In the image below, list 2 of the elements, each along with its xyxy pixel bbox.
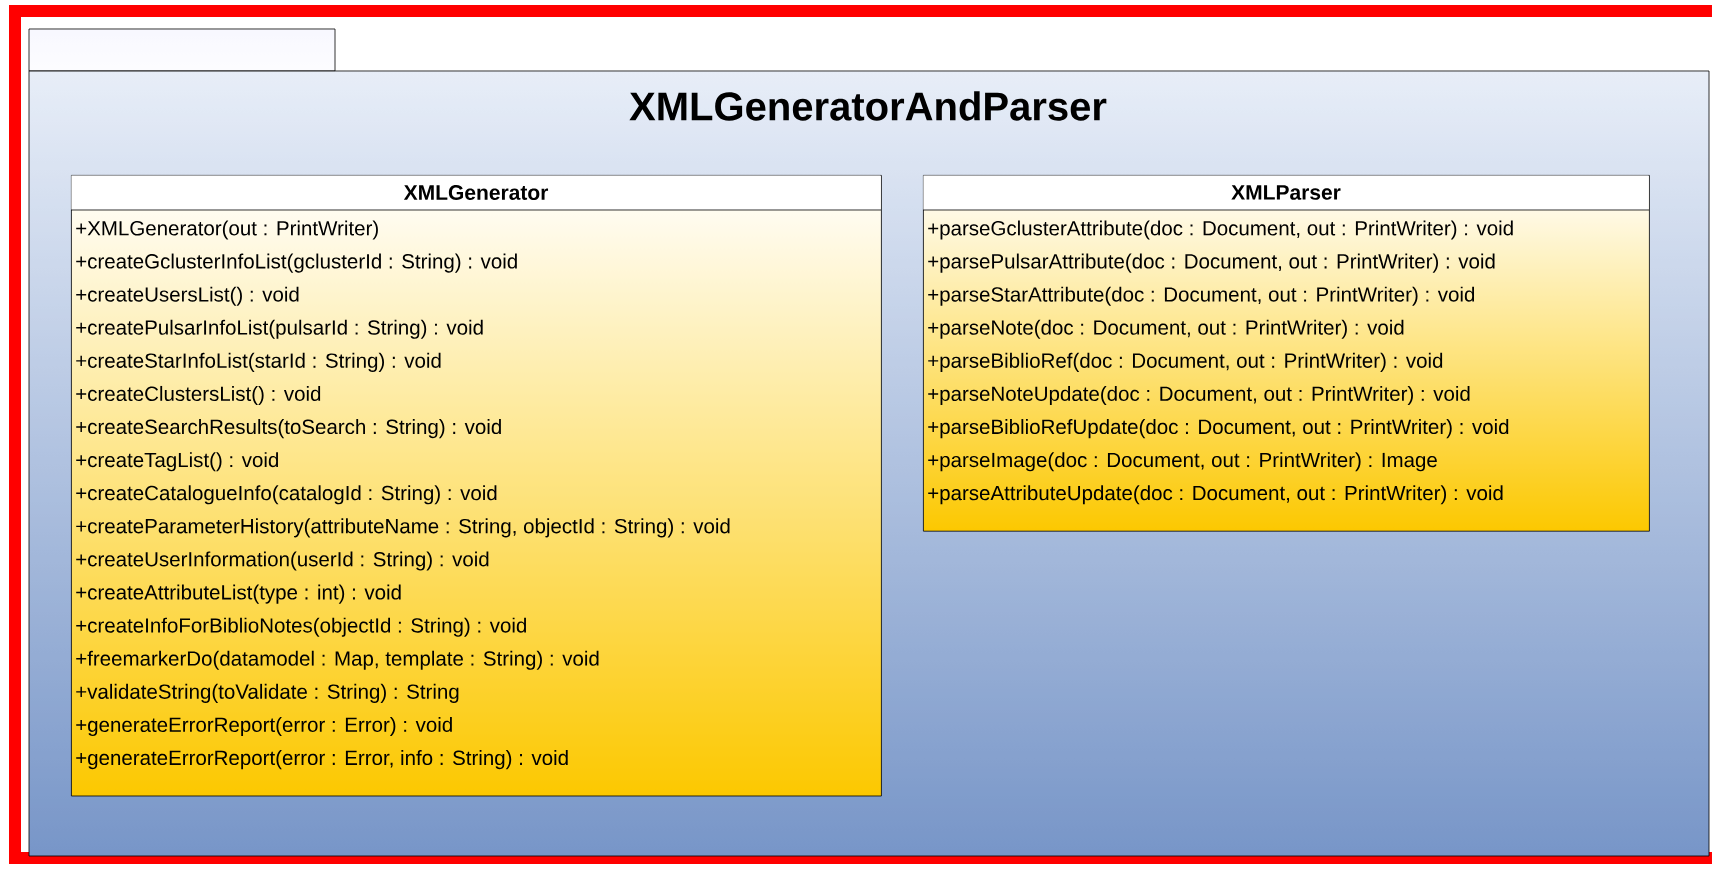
class-box: XMLParser +parseGclusterAttribute(doc : Document, out : PrintWriter) : void +parsePulsarAttribute(doc : Document, out : PrintWriter) : void +parseStarAttribute(doc : Document, out : PrintWriter) : void +parseNote(doc : Document, out : PrintWriter) : void +parseBiblioRef(doc : Document, out : PrintWriter) : void +parseNoteUpdate(doc : Document, out : PrintWriter) : void +parseBiblioRefUpdate(doc : Document, out : PrintWriter) : void +parseImage(doc : Document, out : PrintWriter) : Image +parseAttributeUpdate(doc : Document, out : PrintWriter) : void bbox=[922, 175, 1650, 532]
class-box: XMLGenerator +XMLGenerator(out : PrintWriter) +createGclusterInfoList(gclusterId : String) : void +createUsersList() : void +createPulsarInfoList(pulsarId : String) : void +createStarInfoList(starId : String) : void +createClustersList() : void +createSearchResults(toSearch : String) : void +createTagList() : void +createCatalogueInfo(catalogId : String) : void +createParameterHistory(attributeName : String, objectId : String) : void +createUserInformation(userId : String) : void +createAttributeList(type : int) : void +createInfoForBiblioNotes(objectId : String) : void +freemarkerDo(datamodel : Map, template : String) : void +validateString(toValidate : String) : String +generateErrorReport(error : Error) : void +generateErrorReport(error : Error, info : String) : void bbox=[70, 175, 882, 797]
